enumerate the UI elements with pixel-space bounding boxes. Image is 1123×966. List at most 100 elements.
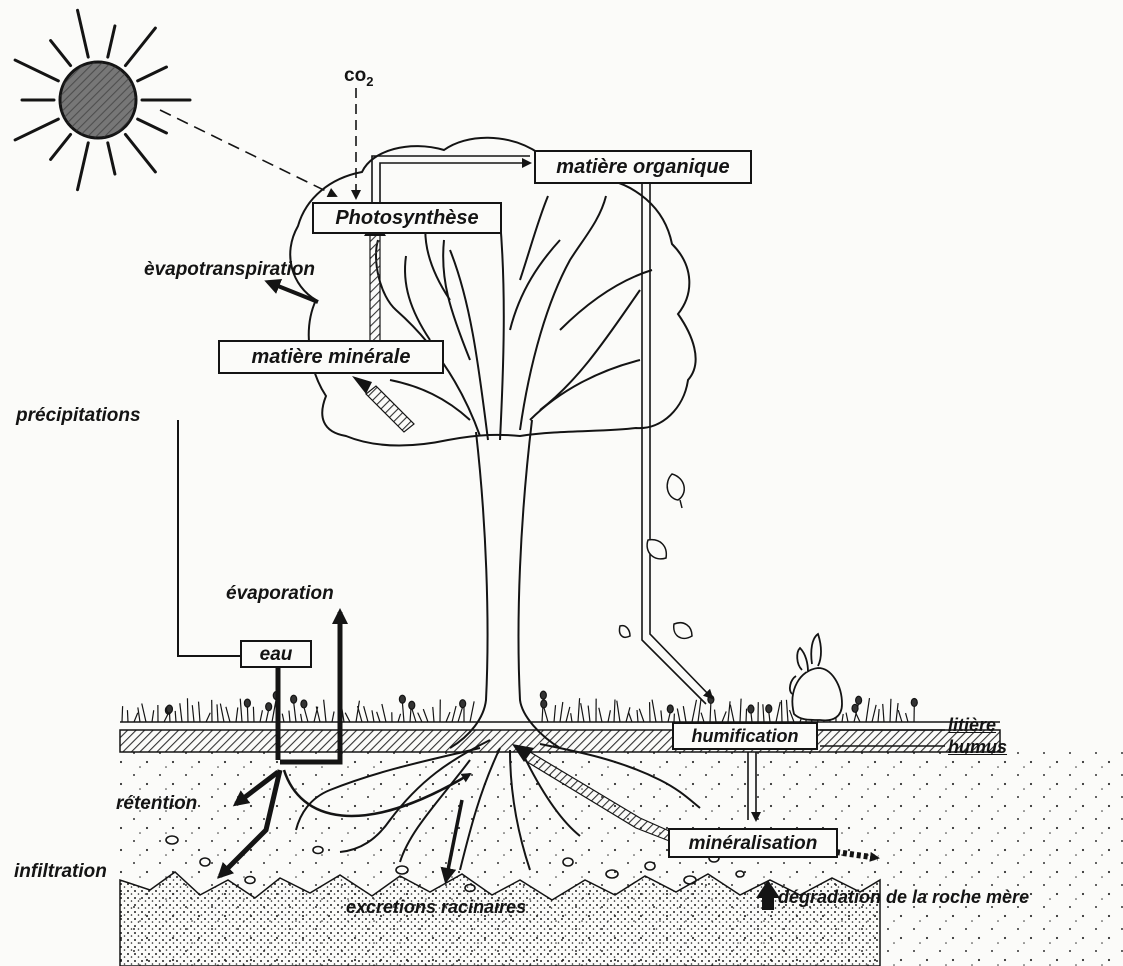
- sun-ray: [78, 10, 89, 57]
- sun-ray: [51, 41, 71, 66]
- flower-bud: [301, 700, 307, 708]
- grass-blade: [842, 714, 843, 722]
- evapotranspiration-label: èvapotranspiration: [144, 260, 315, 279]
- grass-blade: [661, 710, 662, 722]
- grass-blade: [701, 713, 704, 722]
- sun-ray: [125, 134, 155, 172]
- grass-blade: [846, 713, 848, 722]
- eau-box: eau: [240, 640, 312, 668]
- grass-blade: [247, 706, 248, 722]
- flower-bud: [766, 705, 772, 713]
- flower-bud: [852, 704, 858, 712]
- grass-blade: [402, 702, 404, 722]
- matiere-minerale-label: matière minérale: [252, 347, 411, 367]
- grass-blade: [740, 699, 741, 722]
- grass-blade: [180, 703, 182, 722]
- sun-ray: [51, 134, 71, 159]
- photosynthese-label: Photosynthèse: [335, 208, 478, 228]
- grass-blade: [206, 713, 210, 722]
- flower-bud: [166, 705, 172, 713]
- grass-blade: [316, 706, 320, 722]
- flower-bud: [748, 705, 754, 713]
- grass-blade: [776, 702, 780, 722]
- grass-blade: [710, 702, 711, 722]
- flower-bud: [541, 700, 547, 708]
- flower-bud: [911, 698, 917, 706]
- grass-blade: [898, 710, 902, 722]
- grass-blade: [382, 704, 386, 722]
- grass-blade: [358, 706, 362, 722]
- grass-blade: [304, 707, 308, 722]
- grass-blade: [458, 707, 463, 722]
- grass-blade: [199, 702, 200, 722]
- grass-blade: [781, 700, 782, 722]
- grass-blade: [260, 710, 262, 722]
- grass-blade: [896, 703, 898, 722]
- flower-bud: [399, 695, 405, 703]
- grass-blade: [639, 709, 644, 722]
- eau-label: eau: [260, 645, 293, 664]
- grass-blade: [906, 713, 908, 722]
- flower-bud: [266, 703, 272, 711]
- matiere-organique-label: matière organique: [556, 157, 729, 177]
- grass-blade: [345, 713, 350, 722]
- grass-blade: [423, 709, 428, 722]
- grass-blade: [746, 709, 747, 722]
- sun-ray: [138, 67, 167, 81]
- rabbit-icon: [790, 634, 842, 720]
- humification-box: humification: [672, 722, 818, 750]
- grass-blade: [138, 707, 140, 722]
- grass-blade: [617, 701, 620, 722]
- grass-blade: [599, 708, 602, 722]
- grass-blade: [890, 699, 891, 722]
- grass-blade: [698, 699, 701, 722]
- sun-ray: [108, 26, 115, 57]
- grass-blade: [730, 705, 734, 722]
- grass-blade: [728, 701, 730, 722]
- sunlight-arrow: [160, 110, 336, 196]
- co2-subscript: 2: [366, 74, 373, 89]
- matiere-minerale-box: matière minérale: [218, 340, 444, 374]
- mineralisation-label: minéralisation: [689, 834, 818, 853]
- humus-label: humus: [948, 738, 1007, 756]
- flower-bud: [856, 696, 862, 704]
- uptake-arrow: [366, 386, 414, 432]
- grass-blade: [786, 700, 788, 722]
- grass-blade: [763, 704, 764, 722]
- grass-blade: [192, 705, 194, 722]
- sun-ray: [15, 60, 58, 81]
- grass-blade: [266, 710, 269, 722]
- grass-blade: [134, 713, 138, 722]
- flower-bud: [667, 705, 673, 713]
- matiere-organique-box: matière organique: [534, 150, 752, 184]
- co2-label: co2: [344, 66, 373, 88]
- grass-blade: [226, 707, 230, 722]
- grass-blade: [883, 704, 884, 722]
- degradation-label: dégradation de la roche mère: [778, 888, 1029, 906]
- grass-blade: [282, 714, 284, 722]
- evaporation-label: évaporation: [226, 584, 334, 603]
- grass-blade: [715, 710, 716, 722]
- grass-blade: [652, 700, 656, 722]
- mineralisation-box: minéralisation: [668, 828, 838, 858]
- grass-blade: [220, 704, 224, 722]
- grass-blade: [236, 707, 238, 722]
- grass-blade: [446, 712, 450, 722]
- sun-ray: [78, 143, 89, 190]
- grass-blade: [614, 699, 615, 722]
- grass-blade: [637, 710, 638, 722]
- soil-layers: [120, 722, 1123, 966]
- grass-blade: [433, 707, 434, 722]
- flower-bud: [409, 701, 415, 709]
- sun-ray: [15, 119, 58, 140]
- grass-blade: [554, 705, 556, 722]
- grass-blade: [294, 702, 296, 722]
- grass-blade: [470, 701, 474, 722]
- grass-blade: [581, 703, 584, 722]
- grass-blade: [566, 707, 570, 722]
- grass-blade: [324, 700, 326, 722]
- grass-blade: [372, 710, 374, 722]
- grass-blade: [152, 710, 154, 722]
- grass-blade: [544, 707, 548, 722]
